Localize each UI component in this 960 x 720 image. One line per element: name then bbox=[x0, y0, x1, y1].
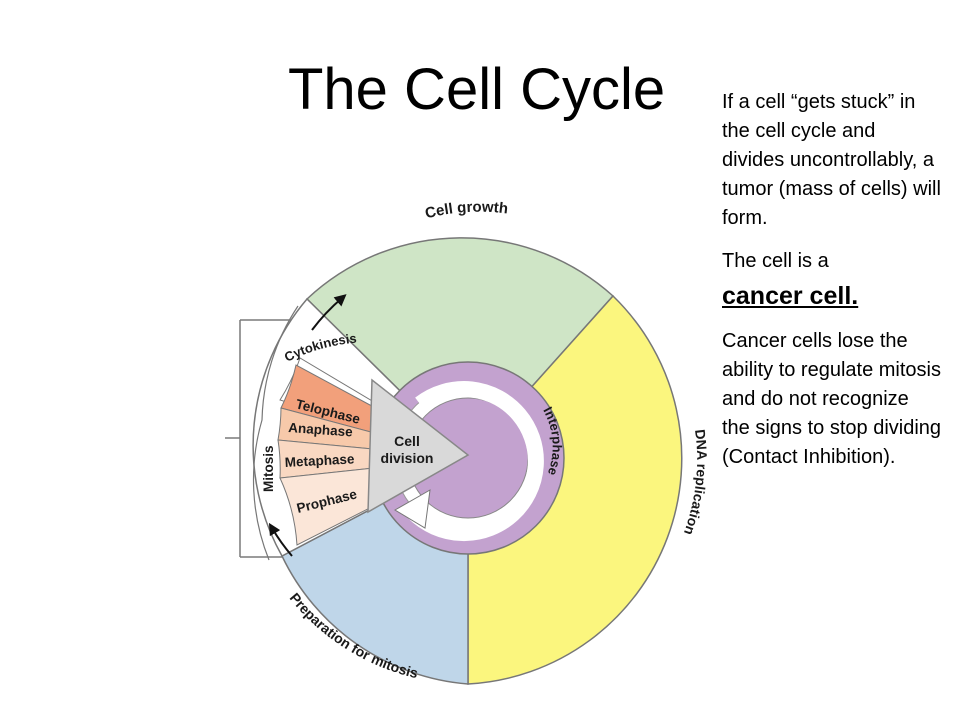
anaphase-label: Anaphase bbox=[288, 420, 354, 439]
dna-replication-label: DNA replication bbox=[681, 428, 710, 537]
cell-division-label-line1: Cell bbox=[394, 433, 420, 449]
contact-inhibition-paragraph: Cancer cells lose the ability to regulat… bbox=[722, 330, 942, 468]
dna-replication-sector bbox=[467, 294, 683, 685]
growth-arrow bbox=[311, 294, 347, 331]
cell-growth-label: Cell growth bbox=[423, 199, 509, 223]
mitosis-bracket bbox=[225, 319, 300, 558]
interphase-arrow bbox=[407, 381, 544, 542]
mitosis-inner-arc bbox=[252, 305, 299, 561]
metaphase-label: Metaphase bbox=[284, 451, 355, 470]
side-text-panel: If a cell “gets stuck” in the cell cycle… bbox=[722, 88, 942, 486]
prep-arrow bbox=[268, 522, 293, 557]
cancer-cell-paragraph: The cell is a cancer cell. bbox=[722, 247, 942, 313]
cell-division-label-line2: division bbox=[381, 450, 434, 466]
cell-division-wedge bbox=[367, 378, 470, 514]
slide-title: The Cell Cycle bbox=[288, 57, 666, 122]
tumor-paragraph: If a cell “gets stuck” in the cell cycle… bbox=[722, 91, 941, 229]
interphase-arrowhead bbox=[394, 489, 431, 529]
cancer-cell-lead: The cell is a bbox=[722, 250, 829, 272]
cell-growth-sector bbox=[305, 237, 615, 460]
cancer-cell-emphasis: cancer cell. bbox=[722, 282, 859, 310]
mitosis-label: Mitosis bbox=[261, 445, 276, 492]
